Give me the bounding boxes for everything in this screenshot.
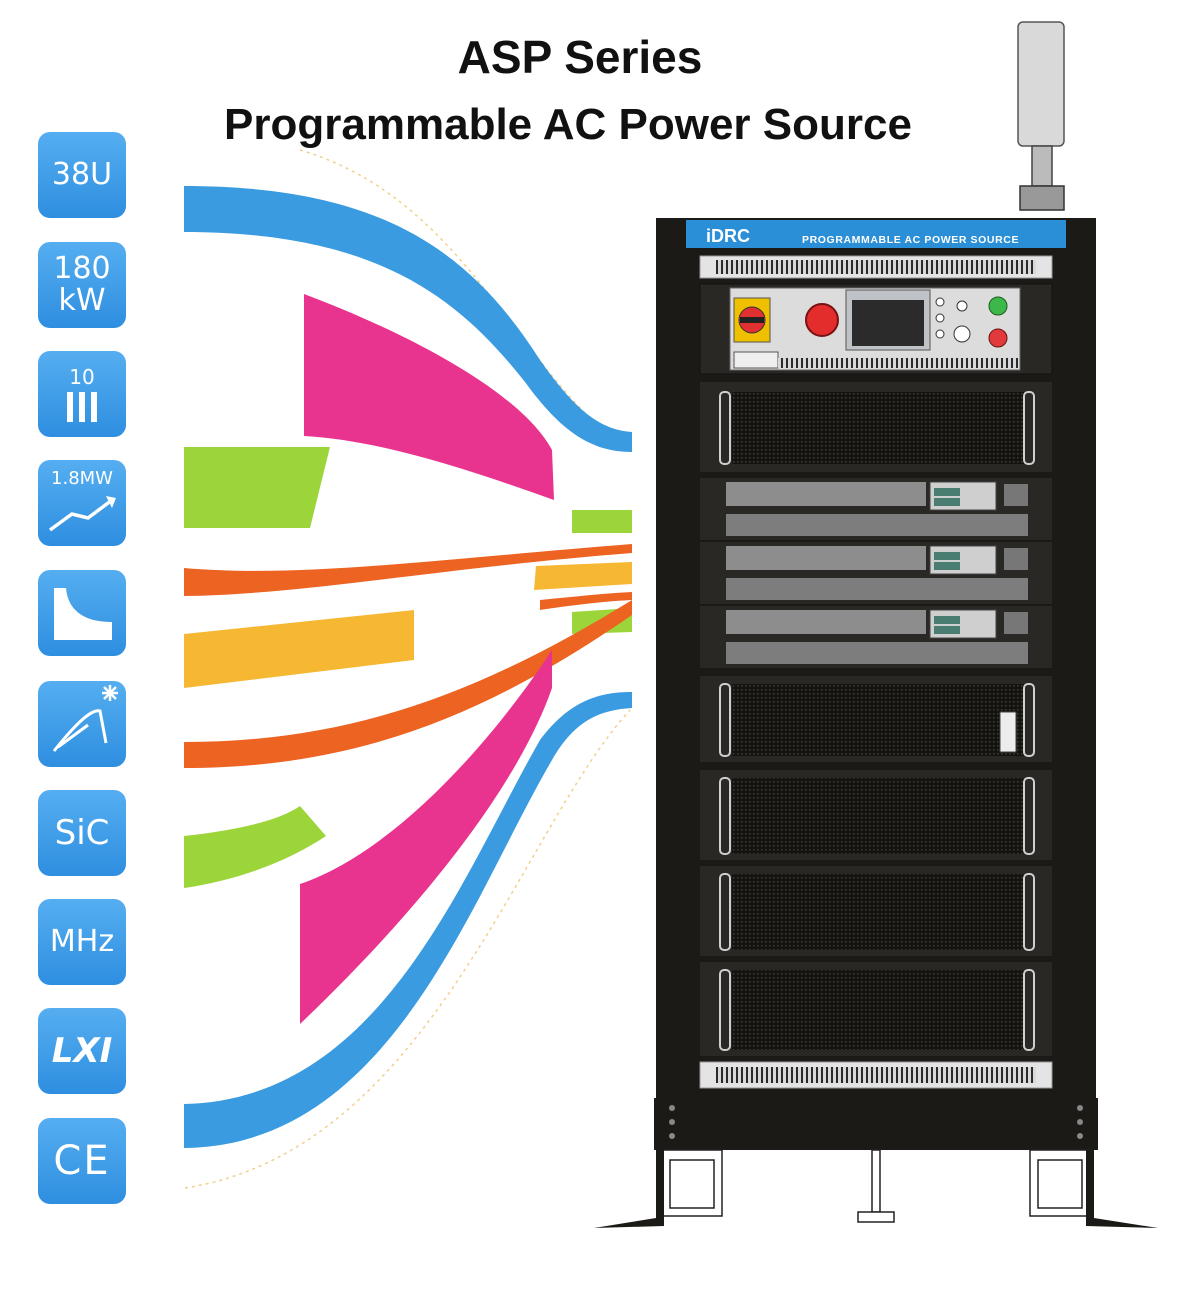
badge-label-1-8mw: 1.8MW (51, 468, 113, 489)
arc-spark-badge (38, 681, 126, 767)
ribbon-blue-bottom (184, 692, 632, 1148)
power-module-2 (700, 542, 1052, 604)
ribbon-blue-top (184, 186, 632, 452)
control-panel (699, 283, 1053, 375)
vent-module-3 (700, 770, 1052, 860)
right-foot (1086, 1150, 1158, 1228)
page-subtitle: Programmable AC Power Source (224, 100, 912, 149)
power-scaling-badge: 1.8MW (38, 460, 126, 546)
vent-module-4 (700, 866, 1052, 956)
ribbon-yellow-left (184, 610, 414, 688)
cabinet-brand: iDRC (706, 226, 750, 246)
curve-icon (54, 588, 112, 640)
bottom-vent (716, 1067, 1036, 1083)
dotted-arc-bottom (184, 709, 631, 1189)
vent-module-2 (700, 676, 1052, 762)
stop-button[interactable] (988, 328, 1008, 348)
cabinet-base (654, 1098, 1098, 1150)
ribbon-orange-thin (540, 592, 632, 610)
front-display (852, 300, 924, 346)
badge-label-ce: CE (53, 1138, 111, 1184)
ribbon-magenta-bottom (300, 650, 552, 1024)
sic-badge: SiC (38, 790, 126, 876)
ribbon-lime-small-1 (572, 510, 632, 533)
cabinet-header-label: PROGRAMMABLE AC POWER SOURCE (802, 234, 1019, 246)
ce-mark-badge: CE (38, 1118, 126, 1204)
start-button[interactable] (988, 296, 1008, 316)
ribbon-yellow-small (534, 562, 632, 590)
rack-units-badge: 38U (38, 132, 126, 218)
cabinet-header-strip (656, 220, 1096, 248)
caster-wheels (661, 1149, 1091, 1223)
ribbon-magenta-top (304, 294, 554, 500)
mhz-badge: MHz (38, 899, 126, 985)
ribbon-orange-upper (184, 544, 632, 596)
parallel-units-badge: 10 (38, 351, 126, 437)
top-vent (716, 260, 1036, 274)
emergency-stop-button[interactable] (805, 303, 839, 337)
parallel-bars-icon (67, 392, 97, 422)
lxi-badge: LXI (38, 1008, 126, 1094)
signal-tower (1017, 21, 1065, 211)
power-module-3 (700, 606, 1052, 668)
curve-badge (38, 570, 126, 656)
page-title: ASP Series (457, 31, 703, 83)
badge-label-10: 10 (69, 365, 95, 389)
power-badge: 180 kW (38, 242, 126, 328)
vent-module-5 (700, 962, 1052, 1056)
left-foot (594, 1150, 664, 1228)
badge-label-sic: SiC (54, 813, 110, 853)
ribbon-lime-left (184, 447, 330, 528)
badge-label-kw: 180 kW (53, 251, 111, 318)
ribbon-lime-bottom (184, 806, 326, 888)
rotary-knob[interactable] (953, 325, 971, 343)
power-module-1 (700, 478, 1052, 540)
ribbon-orange-lower (184, 600, 632, 768)
badge-label-38u: 38U (51, 157, 113, 192)
rising-arrow-icon (48, 496, 116, 532)
badge-label-mhz: MHz (49, 924, 115, 959)
arc-spark-icon (52, 685, 118, 752)
badge-label-lxi: LXI (51, 1031, 113, 1071)
vent-module-1 (700, 382, 1052, 472)
